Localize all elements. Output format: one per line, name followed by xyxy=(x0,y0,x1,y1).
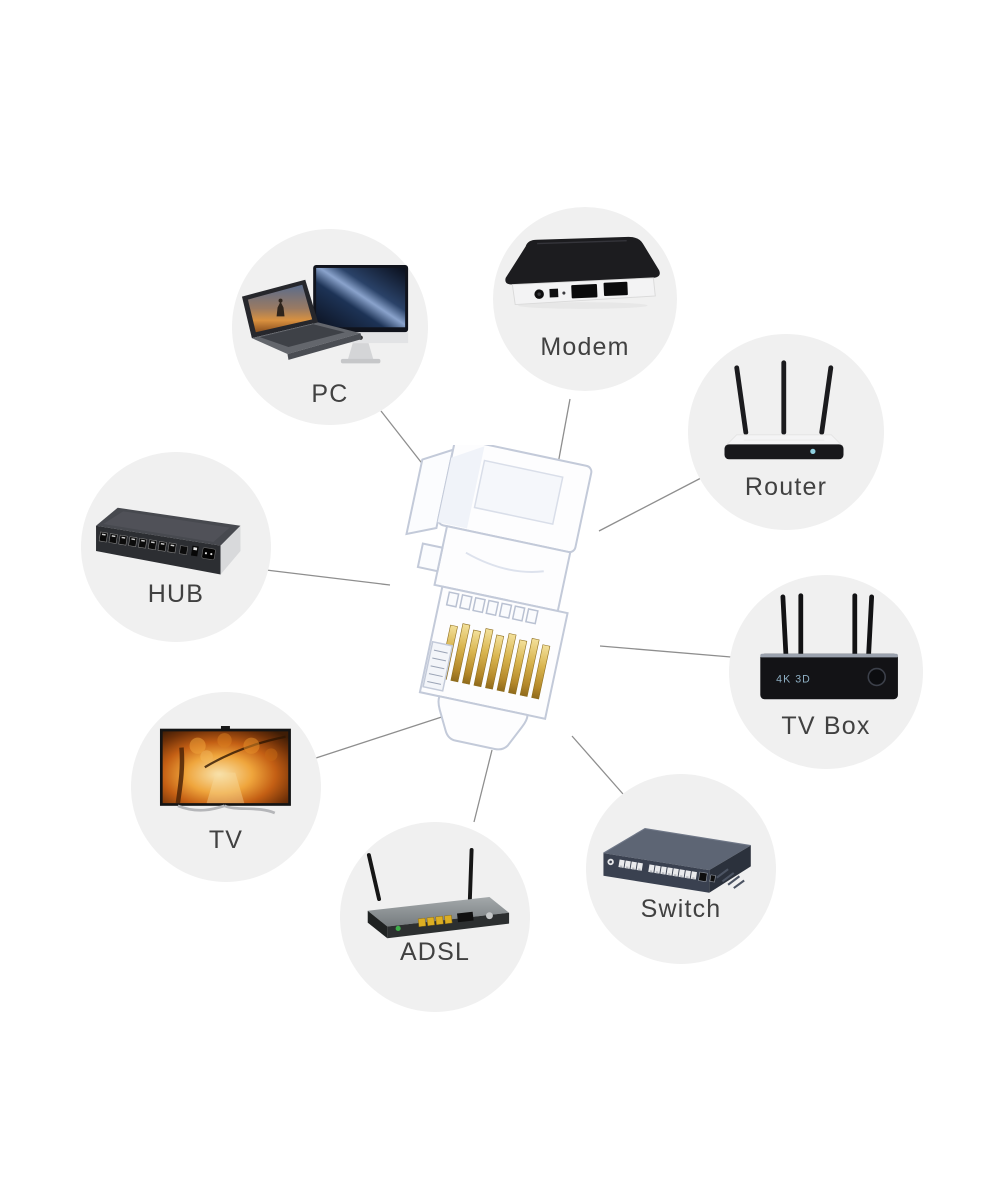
tv-box-front-text: 4K 3D xyxy=(776,673,811,685)
laptop-illustration xyxy=(241,279,362,360)
bubble-label-hub: HUB xyxy=(147,580,205,608)
bubble-label-pc: PC xyxy=(311,380,349,408)
bubble-tv-box: 4K 3D TV Box xyxy=(729,575,923,769)
router-status-light xyxy=(810,448,816,454)
bubble-pc: PC xyxy=(232,229,428,425)
wifi-router-icon xyxy=(724,360,844,460)
bubble-label-adsl: ADSL xyxy=(399,938,471,966)
bubble-modem: Modem xyxy=(493,207,677,391)
line-rj45-to-adsl xyxy=(473,749,493,823)
line-rj45-to-switch xyxy=(571,735,624,795)
router-front xyxy=(724,444,844,460)
bubble-label-tv: TV xyxy=(208,826,244,854)
tv-box-button xyxy=(867,667,887,687)
tv-box-body xyxy=(760,653,898,700)
switch-ports xyxy=(607,858,716,883)
line-rj45-to-router xyxy=(598,477,702,532)
network-hub-icon xyxy=(96,507,241,575)
rj45-connector-icon xyxy=(405,445,593,751)
tv-stand xyxy=(177,804,276,815)
bubble-label-tv-box: TV Box xyxy=(781,712,871,740)
bubble-adsl: ADSL xyxy=(340,822,530,1012)
line-rj45-to-tv xyxy=(315,711,458,759)
hub-ports xyxy=(98,531,216,561)
tv-box-icon: 4K 3D xyxy=(760,593,898,700)
adsl-front xyxy=(387,912,510,939)
switch-vents xyxy=(716,868,745,889)
adsl-top xyxy=(367,897,510,927)
bubble-label-modem: Modem xyxy=(540,333,630,361)
bubble-tv: TV xyxy=(131,692,321,882)
bubble-switch: Switch xyxy=(586,774,776,964)
modem-icon xyxy=(505,236,660,309)
modem-top xyxy=(505,236,660,285)
modem-ports xyxy=(534,281,628,299)
router-antennas xyxy=(734,360,834,435)
line-rj45-to-tv-box xyxy=(599,645,732,658)
switch-side xyxy=(709,845,751,893)
television-icon xyxy=(159,726,291,815)
bubble-label-router: Router xyxy=(744,473,828,501)
adsl-antennas xyxy=(366,847,474,902)
adsl-led xyxy=(395,925,401,932)
network-switch-icon xyxy=(603,827,751,893)
switch-top xyxy=(603,828,751,871)
line-rj45-to-hub xyxy=(265,569,391,586)
tv-box-antennas xyxy=(780,593,875,656)
adsl-ports xyxy=(417,911,474,927)
rj45-body xyxy=(405,445,593,751)
bubble-router: Router xyxy=(688,334,884,530)
bubble-label-switch: Switch xyxy=(640,895,722,923)
pc-computers-icon xyxy=(241,264,409,364)
adsl-modem-icon xyxy=(366,847,510,939)
bubble-hub: HUB xyxy=(81,452,271,642)
hub-side xyxy=(220,525,241,575)
